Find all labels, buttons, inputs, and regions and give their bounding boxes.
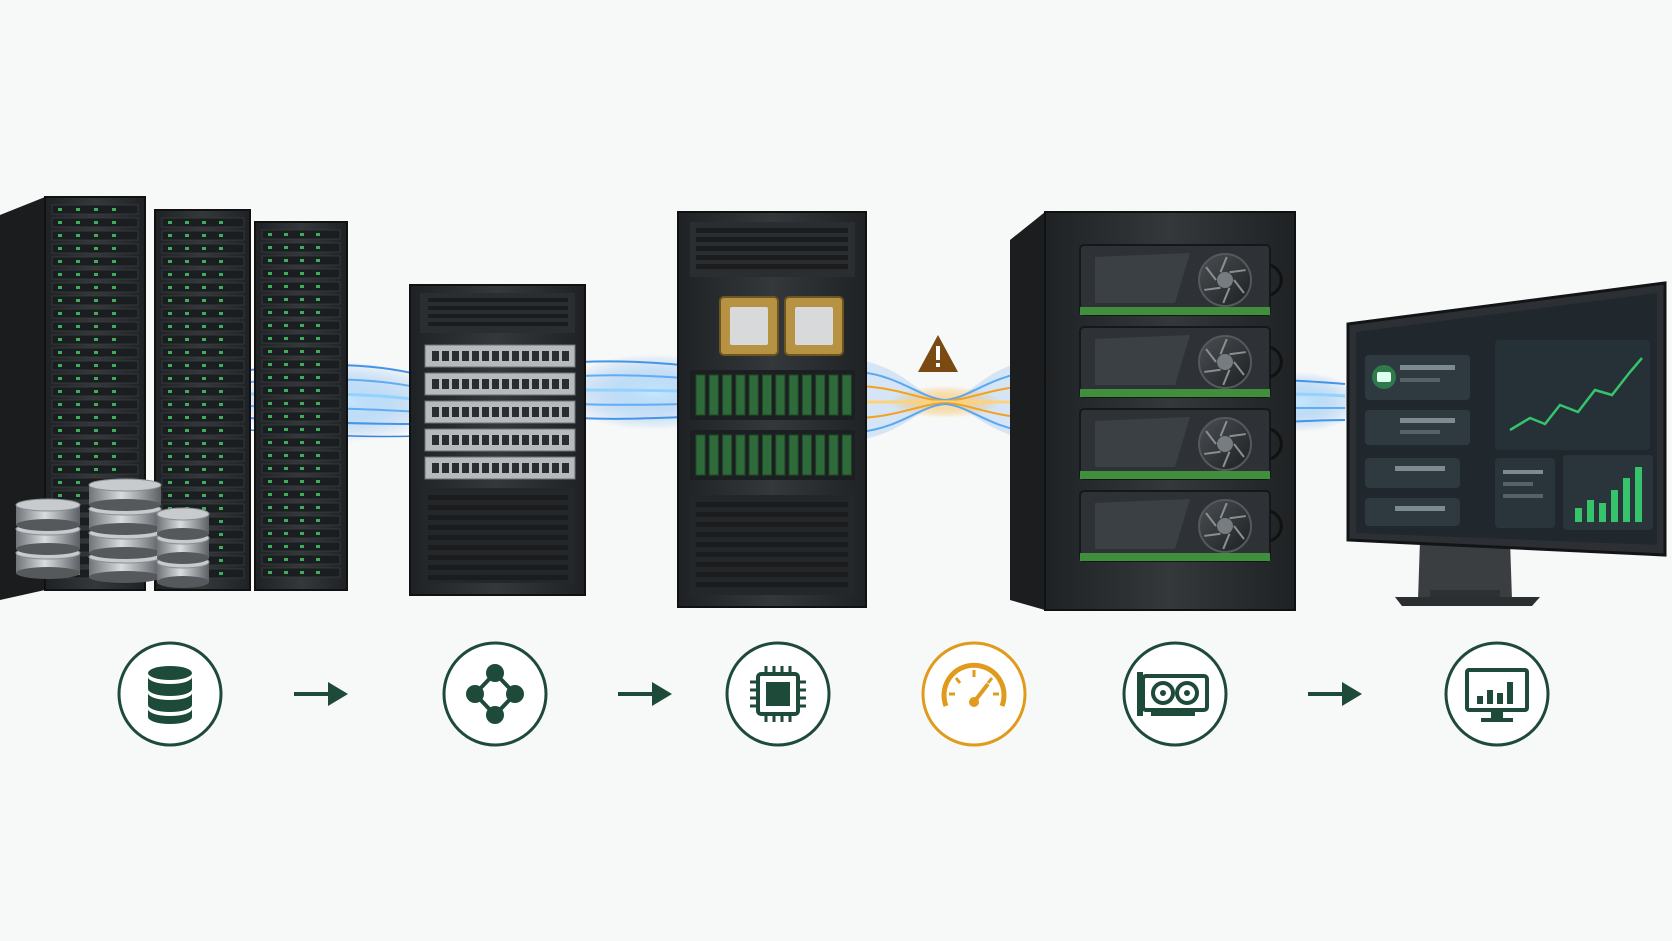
storage-racks: [0, 196, 348, 600]
disk-stacks: [15, 478, 210, 588]
flow-stream-bottleneck: [859, 360, 1031, 440]
arrow-right-icon: [618, 682, 672, 706]
compute-server-rack: [677, 211, 867, 608]
monitor-chart-icon: [1444, 641, 1550, 747]
speedometer-icon: [921, 641, 1027, 747]
database-icon: [117, 641, 223, 747]
cpu-sockets: [719, 296, 844, 356]
arrow-right-icon: [294, 682, 348, 706]
gpu-card-icon: [1122, 641, 1228, 747]
dashboard-screen-content: [1365, 340, 1653, 530]
arrow-right-icon: [1308, 682, 1362, 706]
gpu-server-rack: [1010, 211, 1296, 611]
network-nodes-icon: [442, 641, 548, 747]
warning-triangle-icon: [918, 335, 958, 372]
network-switch-rack: [409, 284, 586, 596]
dashboard-monitor: [1346, 281, 1667, 606]
cpu-chip-icon: [725, 641, 831, 747]
